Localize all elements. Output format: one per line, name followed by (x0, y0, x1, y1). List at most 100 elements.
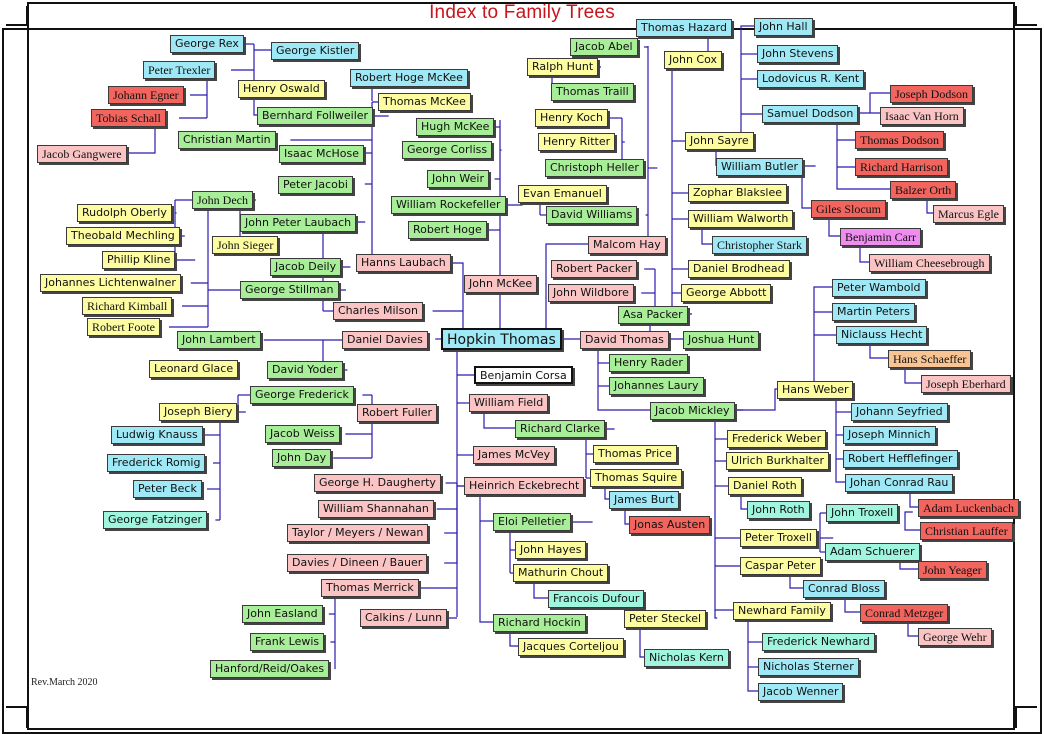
person-johann-egner[interactable]: Johann Egner (108, 86, 184, 104)
person-balzer-orth[interactable]: Balzer Orth (890, 181, 957, 199)
person-giles-slocum[interactable]: Giles Slocum (811, 200, 886, 218)
person-jacques-corteljou[interactable]: Jacques Corteljou (518, 638, 624, 656)
person-jacob-abel[interactable]: Jacob Abel (570, 38, 638, 56)
person-eloi-pelletier[interactable]: Eloi Pelletier (493, 513, 571, 531)
person-peter-troxell[interactable]: Peter Troxell (740, 529, 817, 547)
person-thomas-squire[interactable]: Thomas Squire (590, 469, 683, 487)
person-thomas-dodson[interactable]: Thomas Dodson (855, 131, 944, 149)
person-phillip-kline[interactable]: Phillip Kline (102, 251, 176, 269)
person-william-field[interactable]: William Field (469, 394, 549, 412)
person-john-mckee[interactable]: John McKee (464, 275, 538, 293)
person-robert-hefflefinger[interactable]: Robert Hefflefinger (843, 450, 958, 468)
person-george-frederick[interactable]: George Frederick (250, 386, 354, 404)
person-thomas-merrick[interactable]: Thomas Merrick (321, 579, 419, 597)
person-joseph-dodson[interactable]: Joseph Dodson (890, 85, 974, 103)
person-henry-rader[interactable]: Henry Rader (609, 354, 688, 372)
person-james-mcvey[interactable]: James McVey (473, 446, 556, 464)
person-adam-luckenbach[interactable]: Adam Luckenbach (918, 499, 1019, 517)
person-christian-martin[interactable]: Christian Martin (178, 131, 276, 149)
person-ralph-hunt[interactable]: Ralph Hunt (527, 58, 599, 76)
person-john-dech[interactable]: John Dech (192, 191, 253, 209)
person-richard-hockin[interactable]: Richard Hockin (493, 614, 586, 632)
person-george-h-daugherty[interactable]: George H. Daugherty (314, 474, 441, 492)
person-hanns-laubach[interactable]: Hanns Laubach (356, 254, 451, 272)
person-joshua-hunt[interactable]: Joshua Hunt (683, 331, 760, 349)
person-robert-hoge[interactable]: Robert Hoge (408, 221, 487, 239)
person-zophar-blakslee[interactable]: Zophar Blakslee (688, 184, 788, 202)
person-davies-dineen-bauer[interactable]: Davies / Dineen / Bauer (287, 554, 428, 572)
person-peter-steckel[interactable]: Peter Steckel (624, 610, 707, 628)
person-peter-jacobi[interactable]: Peter Jacobi (278, 176, 353, 194)
person-george-stillman[interactable]: George Stillman (240, 281, 339, 299)
person-john-hall[interactable]: John Hall (754, 18, 813, 36)
person-henry-koch[interactable]: Henry Koch (535, 109, 608, 127)
person-theobald-mechling[interactable]: Theobald Mechling (66, 227, 180, 245)
person-conrad-bloss[interactable]: Conrad Bloss (803, 580, 885, 598)
person-thomas-mckee[interactable]: Thomas McKee (378, 93, 471, 111)
person-henry-ritter[interactable]: Henry Ritter (538, 133, 616, 151)
person-asa-packer[interactable]: Asa Packer (618, 306, 688, 324)
person-daniel-roth[interactable]: Daniel Roth (728, 477, 802, 495)
person-rudolph-oberly[interactable]: Rudolph Oberly (77, 204, 172, 222)
person-peter-wambold[interactable]: Peter Wambold (832, 279, 926, 297)
person-johan-conrad-rau[interactable]: Johan Conrad Rau (845, 474, 954, 492)
person-benjamin-corsa[interactable]: Benjamin Corsa (474, 366, 573, 384)
person-peter-beck[interactable]: Peter Beck (133, 480, 202, 498)
person-hanford-reid-oakes[interactable]: Hanford/Reid/Oakes (210, 660, 330, 678)
person-taylor-meyers-newan[interactable]: Taylor / Meyers / Newan (287, 524, 429, 542)
person-christoph-heller[interactable]: Christoph Heller (545, 159, 644, 177)
person-james-burt[interactable]: James Burt (609, 491, 680, 509)
person-george-fatzinger[interactable]: George Fatzinger (103, 511, 208, 529)
person-hans-schaeffer[interactable]: Hans Schaeffer (888, 350, 972, 368)
person-niclauss-hecht[interactable]: Niclauss Hecht (836, 326, 928, 344)
person-william-walworth[interactable]: William Walworth (688, 210, 794, 228)
person-john-easland[interactable]: John Easland (242, 605, 323, 623)
person-evan-emanuel[interactable]: Evan Emanuel (518, 185, 607, 203)
person-newhard-family[interactable]: Newhard Family (733, 602, 831, 620)
person-john-weir[interactable]: John Weir (427, 170, 489, 188)
person-tobias-schall[interactable]: Tobias Schall (91, 109, 166, 127)
person-joseph-eberhard[interactable]: Joseph Eberhard (921, 375, 1011, 393)
person-nicholas-kern[interactable]: Nicholas Kern (644, 649, 729, 667)
person-robert-foote[interactable]: Robert Foote (87, 318, 160, 336)
person-calkins-lunn[interactable]: Calkins / Lunn (360, 609, 448, 627)
person-benjamin-carr[interactable]: Benjamin Carr (840, 228, 921, 246)
person-samuel-dodson[interactable]: Samuel Dodson (762, 105, 859, 123)
person-george-wehr[interactable]: George Wehr (918, 628, 992, 646)
person-richard-kimball[interactable]: Richard Kimball (82, 297, 173, 315)
person-thomas-traill[interactable]: Thomas Traill (551, 83, 634, 101)
person-john-wildbore[interactable]: John Wildbore (548, 284, 634, 302)
person-lodovicus-r-kent[interactable]: Lodovicus R. Kent (757, 70, 865, 88)
person-william-butler[interactable]: William Butler (716, 158, 803, 176)
person-francois-dufour[interactable]: Francois Dufour (548, 590, 645, 608)
person-robert-packer[interactable]: Robert Packer (551, 260, 638, 278)
person-john-troxell[interactable]: John Troxell (826, 504, 899, 522)
person-william-cheesebrough[interactable]: William Cheesebrough (869, 254, 990, 272)
person-charles-milson[interactable]: Charles Milson (333, 302, 424, 320)
person-peter-trexler[interactable]: Peter Trexler (143, 61, 216, 79)
person-john-sieger[interactable]: John Sieger (212, 236, 279, 254)
person-bernhard-follweiler[interactable]: Bernhard Follweiler (257, 107, 374, 125)
person-david-yoder[interactable]: David Yoder (267, 361, 343, 379)
person-johannes-lichtenwalner[interactable]: Johannes Lichtenwalner (40, 274, 181, 292)
person-thomas-hazard[interactable]: Thomas Hazard (636, 19, 732, 37)
person-richard-clarke[interactable]: Richard Clarke (515, 420, 606, 438)
person-robert-fuller[interactable]: Robert Fuller (357, 404, 438, 422)
person-isaac-van-horn[interactable]: Isaac Van Horn (880, 107, 964, 125)
person-thomas-price[interactable]: Thomas Price (593, 445, 677, 463)
person-john-stevens[interactable]: John Stevens (757, 45, 839, 63)
person-john-hayes[interactable]: John Hayes (515, 541, 587, 559)
person-frederick-newhard[interactable]: Frederick Newhard (762, 633, 875, 651)
person-john-peter-laubach[interactable]: John Peter Laubach (240, 214, 357, 232)
person-john-yeager[interactable]: John Yeager (918, 561, 987, 579)
person-conrad-metzger[interactable]: Conrad Metzger (860, 604, 949, 622)
person-adam-schuerer[interactable]: Adam Schuerer (825, 543, 920, 561)
person-daniel-brodhead[interactable]: Daniel Brodhead (688, 260, 790, 278)
person-jacob-deily[interactable]: Jacob Deily (270, 258, 342, 276)
person-george-rex[interactable]: George Rex (170, 35, 244, 53)
person-william-rockefeller[interactable]: William Rockefeller (391, 196, 506, 214)
person-johann-seyfried[interactable]: Johann Seyfried (851, 403, 948, 421)
person-george-corliss[interactable]: George Corliss (402, 141, 493, 159)
person-jonas-austen[interactable]: Jonas Austen (629, 516, 711, 534)
person-robert-hoge-mckee[interactable]: Robert Hoge McKee (350, 69, 468, 87)
